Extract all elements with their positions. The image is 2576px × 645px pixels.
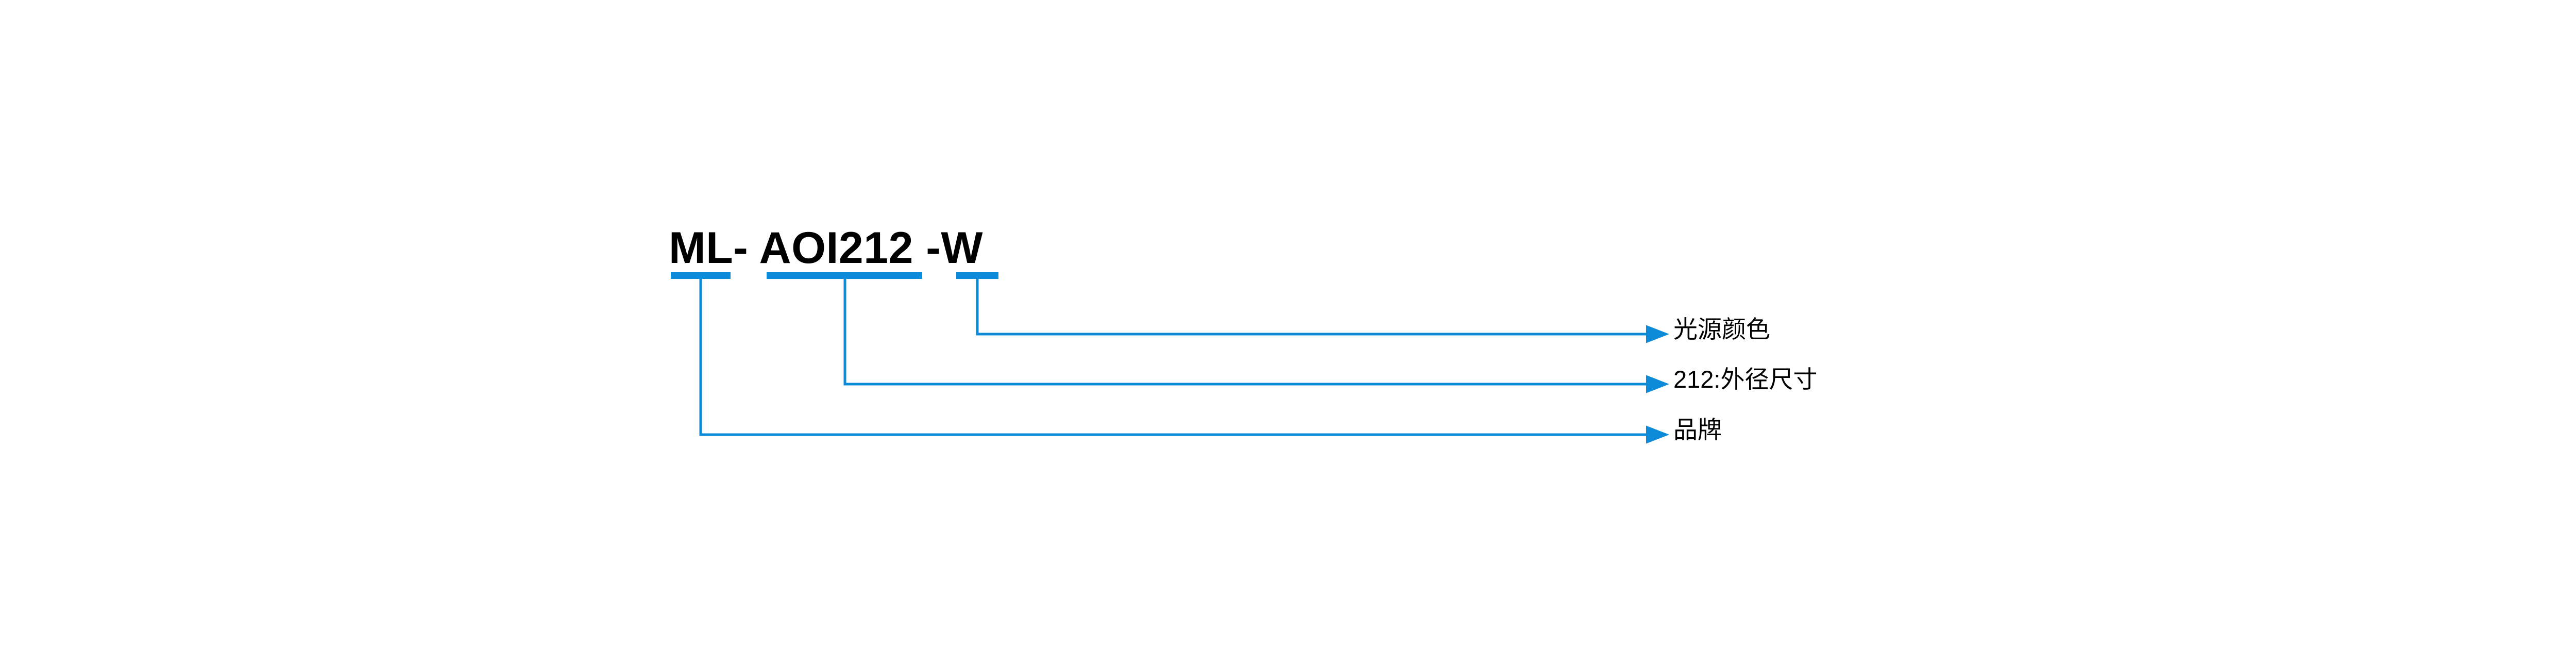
product-code-text: ML- AOI212 -W	[669, 223, 984, 273]
underline-bar-model	[767, 272, 922, 279]
label-outer-diameter: 212:外径尺寸	[1673, 366, 1818, 393]
leader-line-light-source-color	[976, 279, 1669, 343]
underline-bar-brand	[671, 272, 731, 279]
label-light-source-color: 光源颜色	[1673, 316, 1770, 343]
leader-line-outer-diameter	[843, 279, 1669, 393]
underline-bar-color	[956, 272, 998, 279]
label-brand: 品牌	[1673, 416, 1722, 443]
leader-line-brand	[699, 279, 1669, 444]
